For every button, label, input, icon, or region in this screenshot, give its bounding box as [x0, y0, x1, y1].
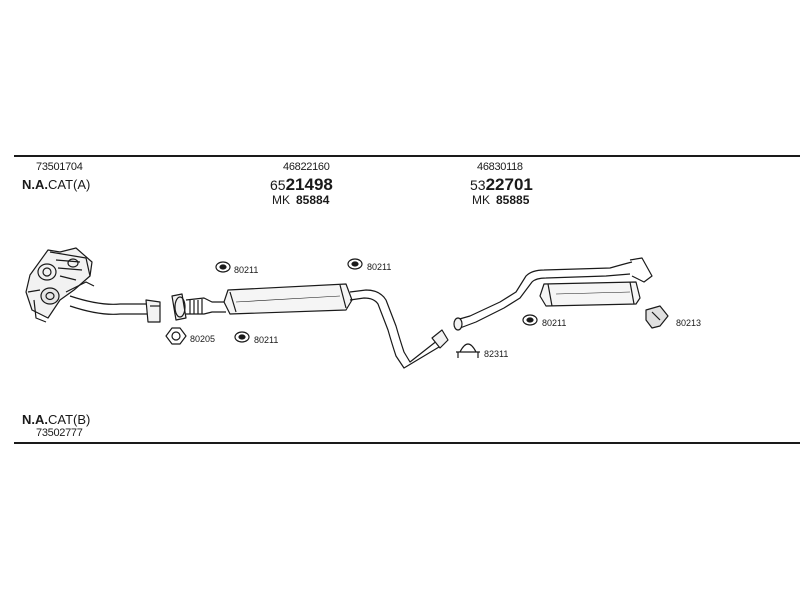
bottom-rule: [14, 442, 800, 444]
front-silencer-part-number: 46822160: [283, 161, 330, 173]
na-label: N.A.: [22, 177, 48, 192]
intermediate-pipe[interactable]: [349, 289, 449, 369]
bracket-icon[interactable]: [645, 305, 669, 329]
catalyst-part-number: 73501704: [36, 161, 83, 173]
hanger-icon[interactable]: [522, 314, 538, 326]
catalyst-b-part-number: 73502777: [36, 427, 83, 439]
rear-silencer-part-number: 46830118: [477, 161, 523, 173]
gasket-icon[interactable]: [165, 327, 187, 345]
cat-a-label: CAT(A): [48, 177, 91, 192]
bracket-label: 80213: [676, 318, 701, 328]
hanger-label: 80211: [542, 318, 566, 328]
rear-silencer[interactable]: [539, 281, 641, 307]
catalytic-converter[interactable]: [25, 247, 95, 323]
clamp-icon[interactable]: [456, 343, 480, 358]
hanger-icon[interactable]: [215, 261, 231, 273]
front-pipe[interactable]: [69, 295, 161, 323]
rear-silencer-ref: 5322701: [470, 175, 533, 194]
clamp-label: 82311: [484, 349, 508, 359]
hanger-label: 80211: [367, 262, 391, 272]
hanger-icon[interactable]: [347, 258, 363, 270]
catalyst-b-label: N.A.CAT(B): [22, 412, 91, 427]
rear-pipe[interactable]: [453, 257, 653, 331]
hanger-label: 80211: [254, 335, 278, 345]
gasket-label: 80205: [190, 334, 215, 344]
top-rule: [14, 155, 800, 157]
hanger-label: 80211: [234, 265, 258, 275]
front-silencer-ref: 6521498: [270, 175, 333, 194]
middle-silencer[interactable]: [171, 283, 353, 321]
hanger-icon[interactable]: [234, 331, 250, 343]
catalyst-a-label: N.A.CAT(A): [22, 177, 90, 193]
